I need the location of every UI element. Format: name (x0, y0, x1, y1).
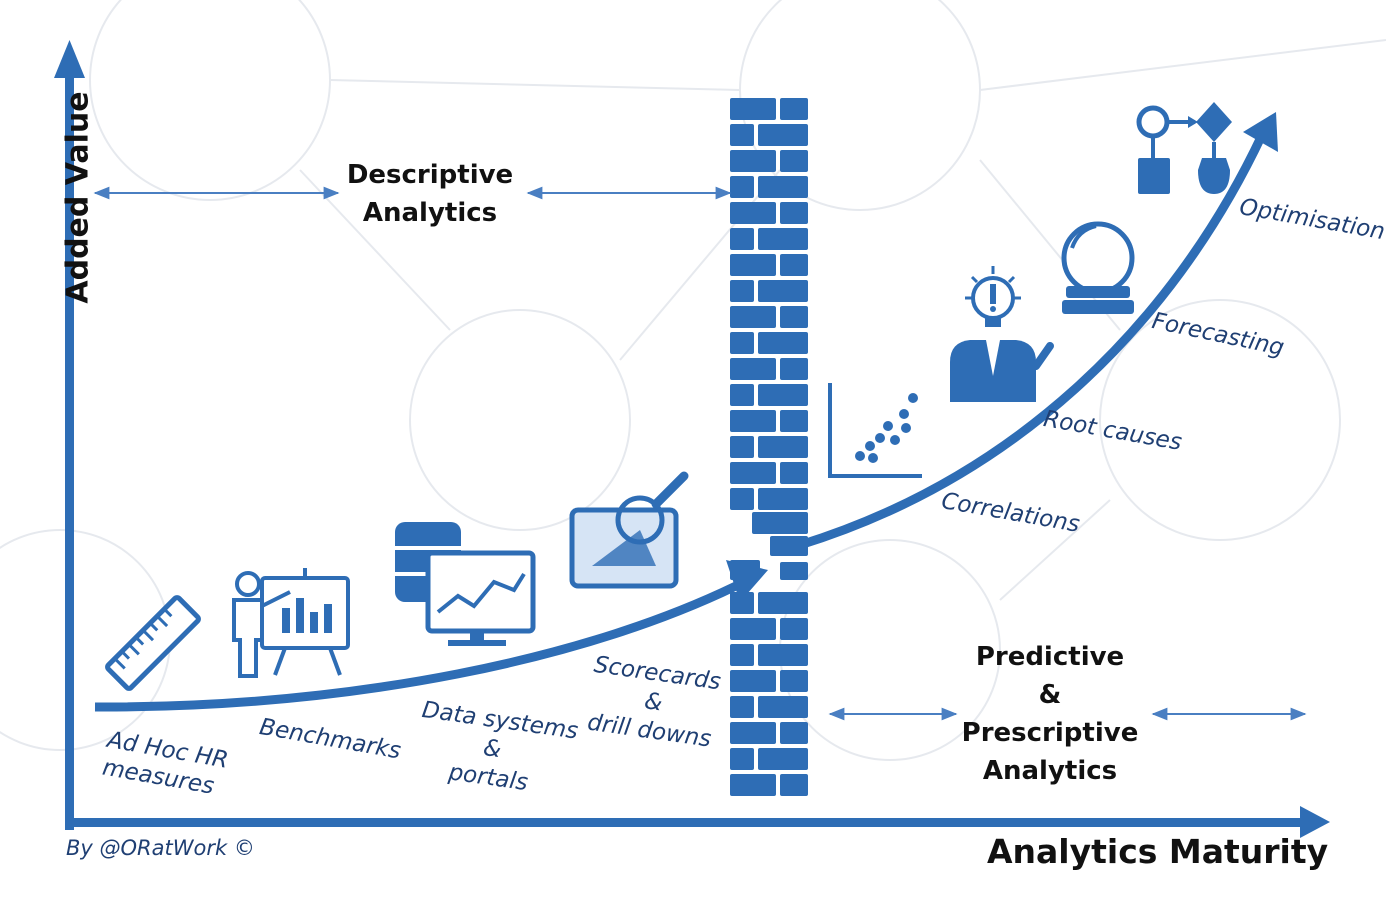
broken-brick (752, 512, 808, 534)
brick (780, 670, 808, 692)
brick (758, 124, 808, 146)
brick (730, 150, 776, 172)
brick (730, 670, 776, 692)
brick (780, 618, 808, 640)
brick (780, 722, 808, 744)
brick-wall (730, 98, 808, 796)
broken-brick (770, 536, 808, 556)
predictive-analytics-heading: Predictive & Prescriptive Analytics (955, 638, 1145, 790)
brick (758, 488, 808, 510)
workflow-icon (1136, 102, 1232, 194)
brick (780, 462, 808, 484)
brick (730, 410, 776, 432)
author-credit: By @ORatWork © (66, 836, 255, 860)
descriptive-heading-line2: Analytics (362, 198, 498, 228)
ruler-icon (105, 595, 201, 691)
brick (780, 254, 808, 276)
x-axis-label: Analytics Maturity (987, 832, 1329, 871)
presenter-chart-icon (232, 568, 350, 678)
brick (730, 358, 776, 380)
predictive-heading-line2: & (1038, 680, 1062, 710)
magnifier-chart-icon (569, 471, 689, 589)
brick (758, 332, 808, 354)
brick (758, 228, 808, 250)
brick (730, 618, 776, 640)
brick (730, 488, 754, 510)
background-network (0, 0, 1386, 761)
brick (758, 384, 808, 406)
brick (730, 228, 754, 250)
brick (780, 202, 808, 224)
descriptive-analytics-heading: Descriptive Analytics (340, 156, 520, 232)
brick (730, 384, 754, 406)
brick (758, 436, 808, 458)
brick (730, 592, 754, 614)
brick (758, 592, 808, 614)
brick (730, 254, 776, 276)
brick (730, 436, 754, 458)
scatter-plot-icon (828, 383, 922, 478)
brick (780, 306, 808, 328)
brick (758, 696, 808, 718)
brick (730, 306, 776, 328)
brick (730, 332, 754, 354)
idea-person-icon (950, 266, 1054, 402)
brick (758, 748, 808, 770)
descriptive-heading-line1: Descriptive (346, 160, 514, 190)
brick (730, 280, 754, 302)
brick (730, 124, 754, 146)
brick (730, 202, 776, 224)
brick (780, 358, 808, 380)
brick (730, 98, 776, 120)
database-monitor-icon (395, 522, 536, 646)
brick (730, 462, 776, 484)
broken-brick (730, 560, 760, 580)
y-axis-label: Added Value (60, 91, 96, 304)
brick (730, 722, 776, 744)
predictive-curve (798, 112, 1278, 550)
brick (758, 280, 808, 302)
broken-brick (780, 562, 808, 580)
brick (780, 150, 808, 172)
brick (730, 644, 754, 666)
predictive-heading-line3: Prescriptive (961, 718, 1139, 748)
brick (730, 774, 776, 796)
predictive-heading-line4: Analytics (982, 756, 1118, 786)
brick (758, 176, 808, 198)
brick (730, 696, 754, 718)
brick (780, 410, 808, 432)
axes (54, 40, 1330, 838)
predictive-heading-line1: Predictive (975, 642, 1125, 672)
brick (730, 176, 754, 198)
brick (758, 644, 808, 666)
brick (780, 774, 808, 796)
crystal-ball-icon (1061, 221, 1135, 314)
brick (780, 98, 808, 120)
brick (730, 748, 754, 770)
